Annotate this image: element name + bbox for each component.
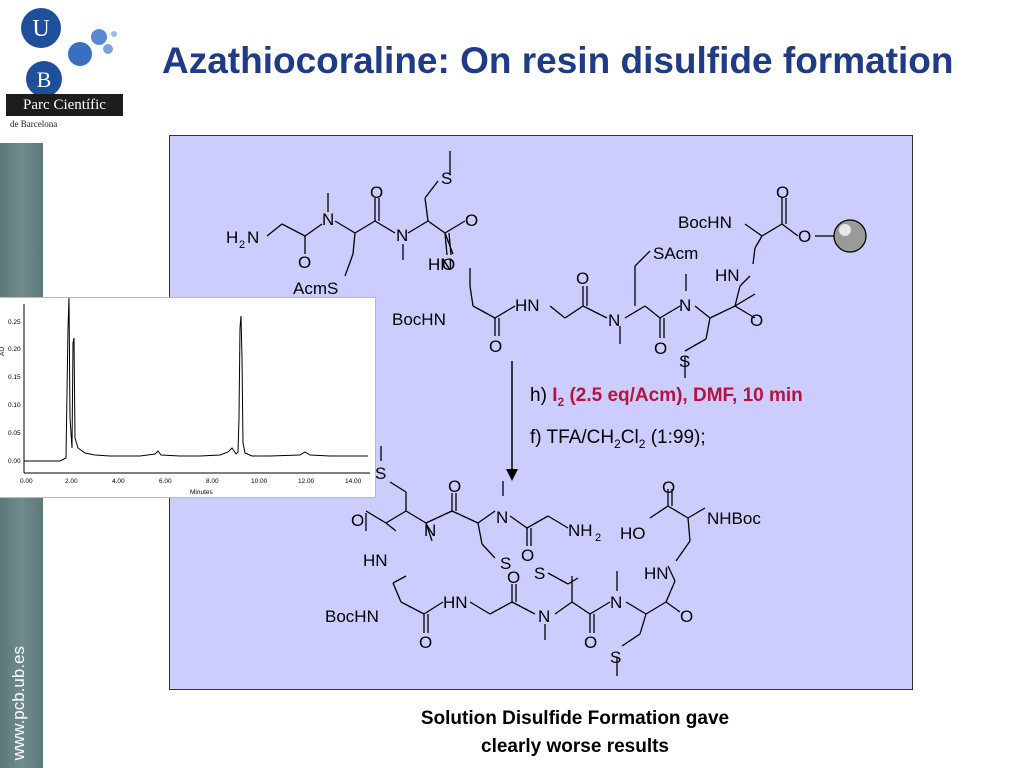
svg-text:0.10: 0.10 [8,402,21,409]
label-o5: O [489,337,502,356]
label-s2: S [679,352,690,371]
label-hn1: HN [428,255,453,274]
label-o2: O [298,253,311,272]
label-bochn1: BocHN [392,310,446,329]
label-n4: N [679,296,691,315]
label-b-o6: O [419,633,432,652]
logo-name: Parc Científic [6,94,123,116]
slide-caption: Solution Disulfide Formation gave clearl… [350,705,800,761]
condition-f: f) TFA/CH2Cl2 (1:99); [530,427,706,451]
svg-text:0.15: 0.15 [8,374,21,381]
svg-text:0.20: 0.20 [8,346,21,353]
hplc-chromatogram: 0.25 0.20 0.15 0.10 0.05 0.00 AU 0.00 2.… [0,297,375,497]
svg-text:12.00: 12.00 [298,478,315,485]
label-o10: O [798,227,811,246]
structures-svg: H 2 N N O O AcmS O S N O HN BocHN O HN O… [226,151,867,676]
label-b-ho: HO [620,524,646,543]
condition-h-reagent: I2 [552,385,565,409]
slide-title: Azathiocoraline: On resin disulfide form… [162,40,954,81]
label-b-s4: S [610,648,621,667]
label-hn2: HN [515,296,540,315]
label-b-s1: S [375,464,386,483]
svg-text:0.00: 0.00 [8,458,21,465]
label-sacm: SAcm [653,244,698,263]
svg-text:0.25: 0.25 [8,319,21,326]
svg-text:0.05: 0.05 [8,430,21,437]
label-b-o7: O [584,633,597,652]
label-b-bochn: BocHN [325,607,379,626]
label-b-o8: O [680,607,693,626]
label-b-s3: S [534,564,545,583]
pcb-logo: U B [4,4,126,138]
chromatogram-svg: 0.25 0.20 0.15 0.10 0.05 0.00 AU 0.00 2.… [0,297,370,496]
label-acms: AcmS [293,279,338,298]
logo-circles-icon: U B [21,8,117,97]
label-h2n-sub: 2 [239,239,245,251]
label-b-hn2: HN [443,593,468,612]
label-b-hn1: HN [363,551,388,570]
svg-text:0.00: 0.00 [20,478,33,485]
label-b-n2: N [496,508,508,527]
label-b-nh2-n: NH [568,521,593,540]
label-b-hn3: HN [644,564,669,583]
label-b-s2: S [500,554,511,573]
label-b-n4: N [610,593,622,612]
label-b-o5: O [507,568,520,587]
label-hn3: HN [715,266,740,285]
label-b-nh2-sub: 2 [595,532,601,544]
label-b-o4: O [662,478,675,497]
label-h2n-h: H [226,228,238,247]
bottom-structure-bonds [365,446,706,676]
label-bochn2: BocHN [678,213,732,232]
caption-line-1: Solution Disulfide Formation gave [420,708,730,729]
svg-text:8.00: 8.00 [206,478,219,485]
label-b-n1: N [424,521,436,540]
logo-letter-bottom: B [37,67,52,92]
sidebar-url: www.pcb.ub.es [9,645,28,760]
logo-sub: de Barcelona [10,119,58,129]
top-structure-labels: H 2 N N O O AcmS O S N O HN BocHN O HN O… [226,169,811,371]
label-n1: N [322,210,334,229]
label-n3: N [608,311,620,330]
label-o3: O [465,211,478,230]
svg-text:14.00: 14.00 [345,478,362,485]
label-o1: O [370,183,383,202]
y-axis-label: AU [0,347,6,356]
caption-line-2: clearly worse results [481,736,669,757]
condition-h-details: (2.5 eq/Acm), DMF, 10 min [569,385,803,406]
label-b-o3: O [521,546,534,565]
svg-text:4.00: 4.00 [112,478,125,485]
label-b-nhboc: NHBoc [707,509,761,528]
label-s1: S [441,169,452,188]
condition-h-prefix: h) [530,385,547,406]
label-n2: N [396,226,408,245]
label-o4: O [442,255,455,274]
label-b-o1: O [351,511,364,530]
svg-text:6.00: 6.00 [159,478,172,485]
label-o6: O [576,269,589,288]
resin-bead-icon [833,219,867,253]
condition-h: h) I2 (2.5 eq/Acm), DMF, 10 min [530,385,803,409]
logo-letter-top: U [32,16,49,42]
y-tick-labels: 0.25 0.20 0.15 0.10 0.05 0.00 [8,319,21,465]
bottom-structure-labels: S O N O N O NH 2 HO O NHBoc HN S S O HN … [325,464,761,667]
label-b-o2: O [448,477,461,496]
svg-text:2.00: 2.00 [65,478,78,485]
label-o8: O [750,311,763,330]
label-b-n3: N [538,607,550,626]
x-tick-labels: 0.00 2.00 4.00 6.00 8.00 10.00 12.00 14.… [20,478,362,485]
arrow-head-icon [506,469,518,481]
chromatogram-trace [24,297,368,462]
svg-text:10.00: 10.00 [251,478,268,485]
x-axis-label: Minutes [190,489,214,496]
label-o7: O [654,339,667,358]
label-h2n-n: N [247,228,259,247]
label-o9: O [776,183,789,202]
top-structure-bonds [266,151,840,378]
